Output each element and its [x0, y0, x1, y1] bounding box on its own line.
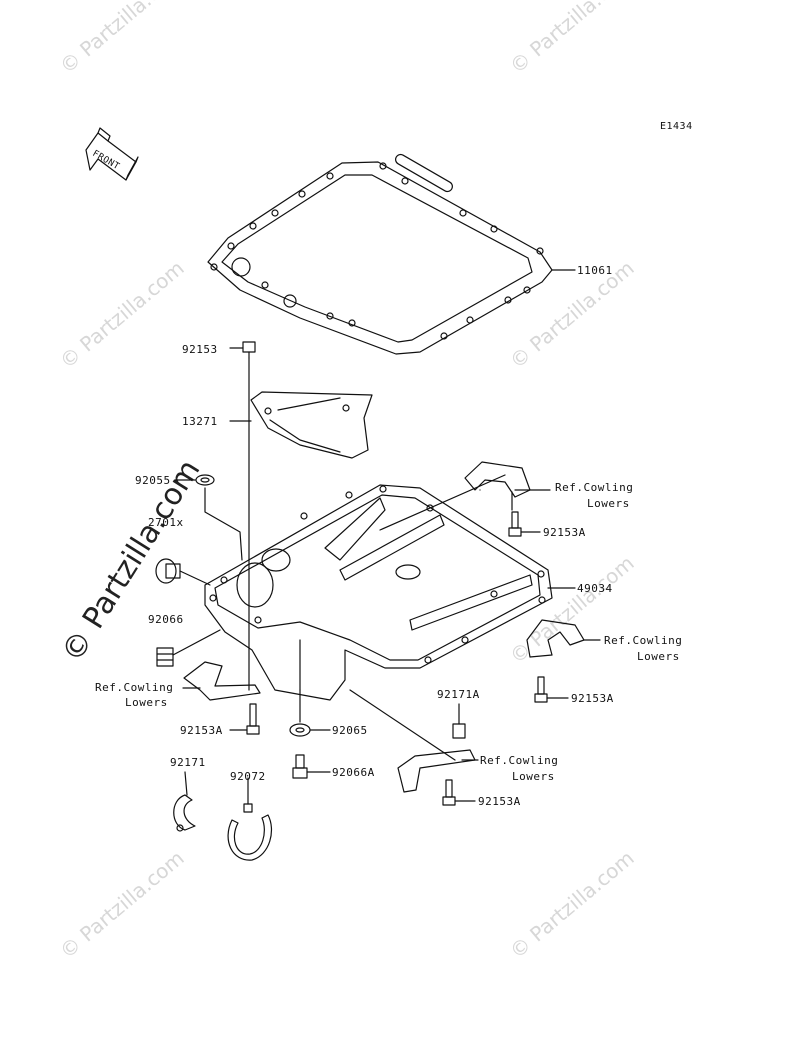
label-92153A-top[interactable]: 92153A	[543, 526, 586, 539]
drain-plug-92066A	[292, 754, 331, 779]
label-ref-cowling-1b: Lowers	[125, 696, 168, 709]
label-ref-cowling-4b: Lowers	[637, 650, 680, 663]
bracket-left	[182, 661, 261, 701]
bolt-92153A-top	[508, 511, 541, 537]
bracket-mid-right	[526, 619, 601, 658]
label-92153[interactable]: 92153	[182, 343, 218, 356]
label-92153A-mid[interactable]: 92153A	[571, 692, 614, 705]
clamp-92171	[173, 771, 196, 832]
label-2701x[interactable]: 2701x	[148, 516, 184, 529]
label-ref-cowling-1a: Ref.Cowling	[95, 681, 174, 694]
label-92066A[interactable]: 92066A	[332, 766, 375, 779]
oil-pan	[204, 484, 576, 701]
washer-92065	[289, 689, 331, 737]
oil-level-gauge	[155, 558, 211, 586]
diagram-code: E1434	[660, 121, 693, 132]
bolt-92153A-mid	[534, 676, 569, 703]
label-ref-cowling-2b: Lowers	[587, 497, 630, 510]
bolt-92153	[229, 341, 256, 691]
label-ref-cowling-3b: Lowers	[512, 770, 555, 783]
label-92055[interactable]: 92055	[135, 474, 171, 487]
bolt-92153A-left	[229, 703, 260, 735]
baffle-plate	[229, 391, 373, 459]
clip-92171A	[452, 703, 466, 739]
washer-92055	[174, 474, 243, 561]
band-92072	[227, 777, 273, 861]
label-92066[interactable]: 92066	[148, 613, 184, 626]
label-ref-cowling-2a: Ref.Cowling	[555, 481, 634, 494]
label-49034[interactable]: 49034	[577, 582, 613, 595]
label-92171[interactable]: 92171	[170, 756, 206, 769]
label-92072[interactable]: 92072	[230, 770, 266, 783]
label-13271[interactable]: 13271	[182, 415, 218, 428]
bracket-bottom	[349, 689, 479, 793]
bracket-top-right	[379, 461, 551, 531]
label-ref-cowling-4a: Ref.Cowling	[604, 634, 683, 647]
label-92153A-left[interactable]: 92153A	[180, 724, 223, 737]
label-92171A[interactable]: 92171A	[437, 688, 480, 701]
label-92065[interactable]: 92065	[332, 724, 368, 737]
oil-pan-gasket	[207, 153, 576, 355]
label-11061[interactable]: 11061	[577, 264, 613, 277]
label-92153A-bottom[interactable]: 92153A	[478, 795, 521, 808]
label-ref-cowling-3a: Ref.Cowling	[480, 754, 559, 767]
front-arrow-icon	[85, 127, 139, 181]
drain-plug-92066	[156, 629, 221, 667]
bolt-92153A-bottom	[442, 779, 476, 806]
